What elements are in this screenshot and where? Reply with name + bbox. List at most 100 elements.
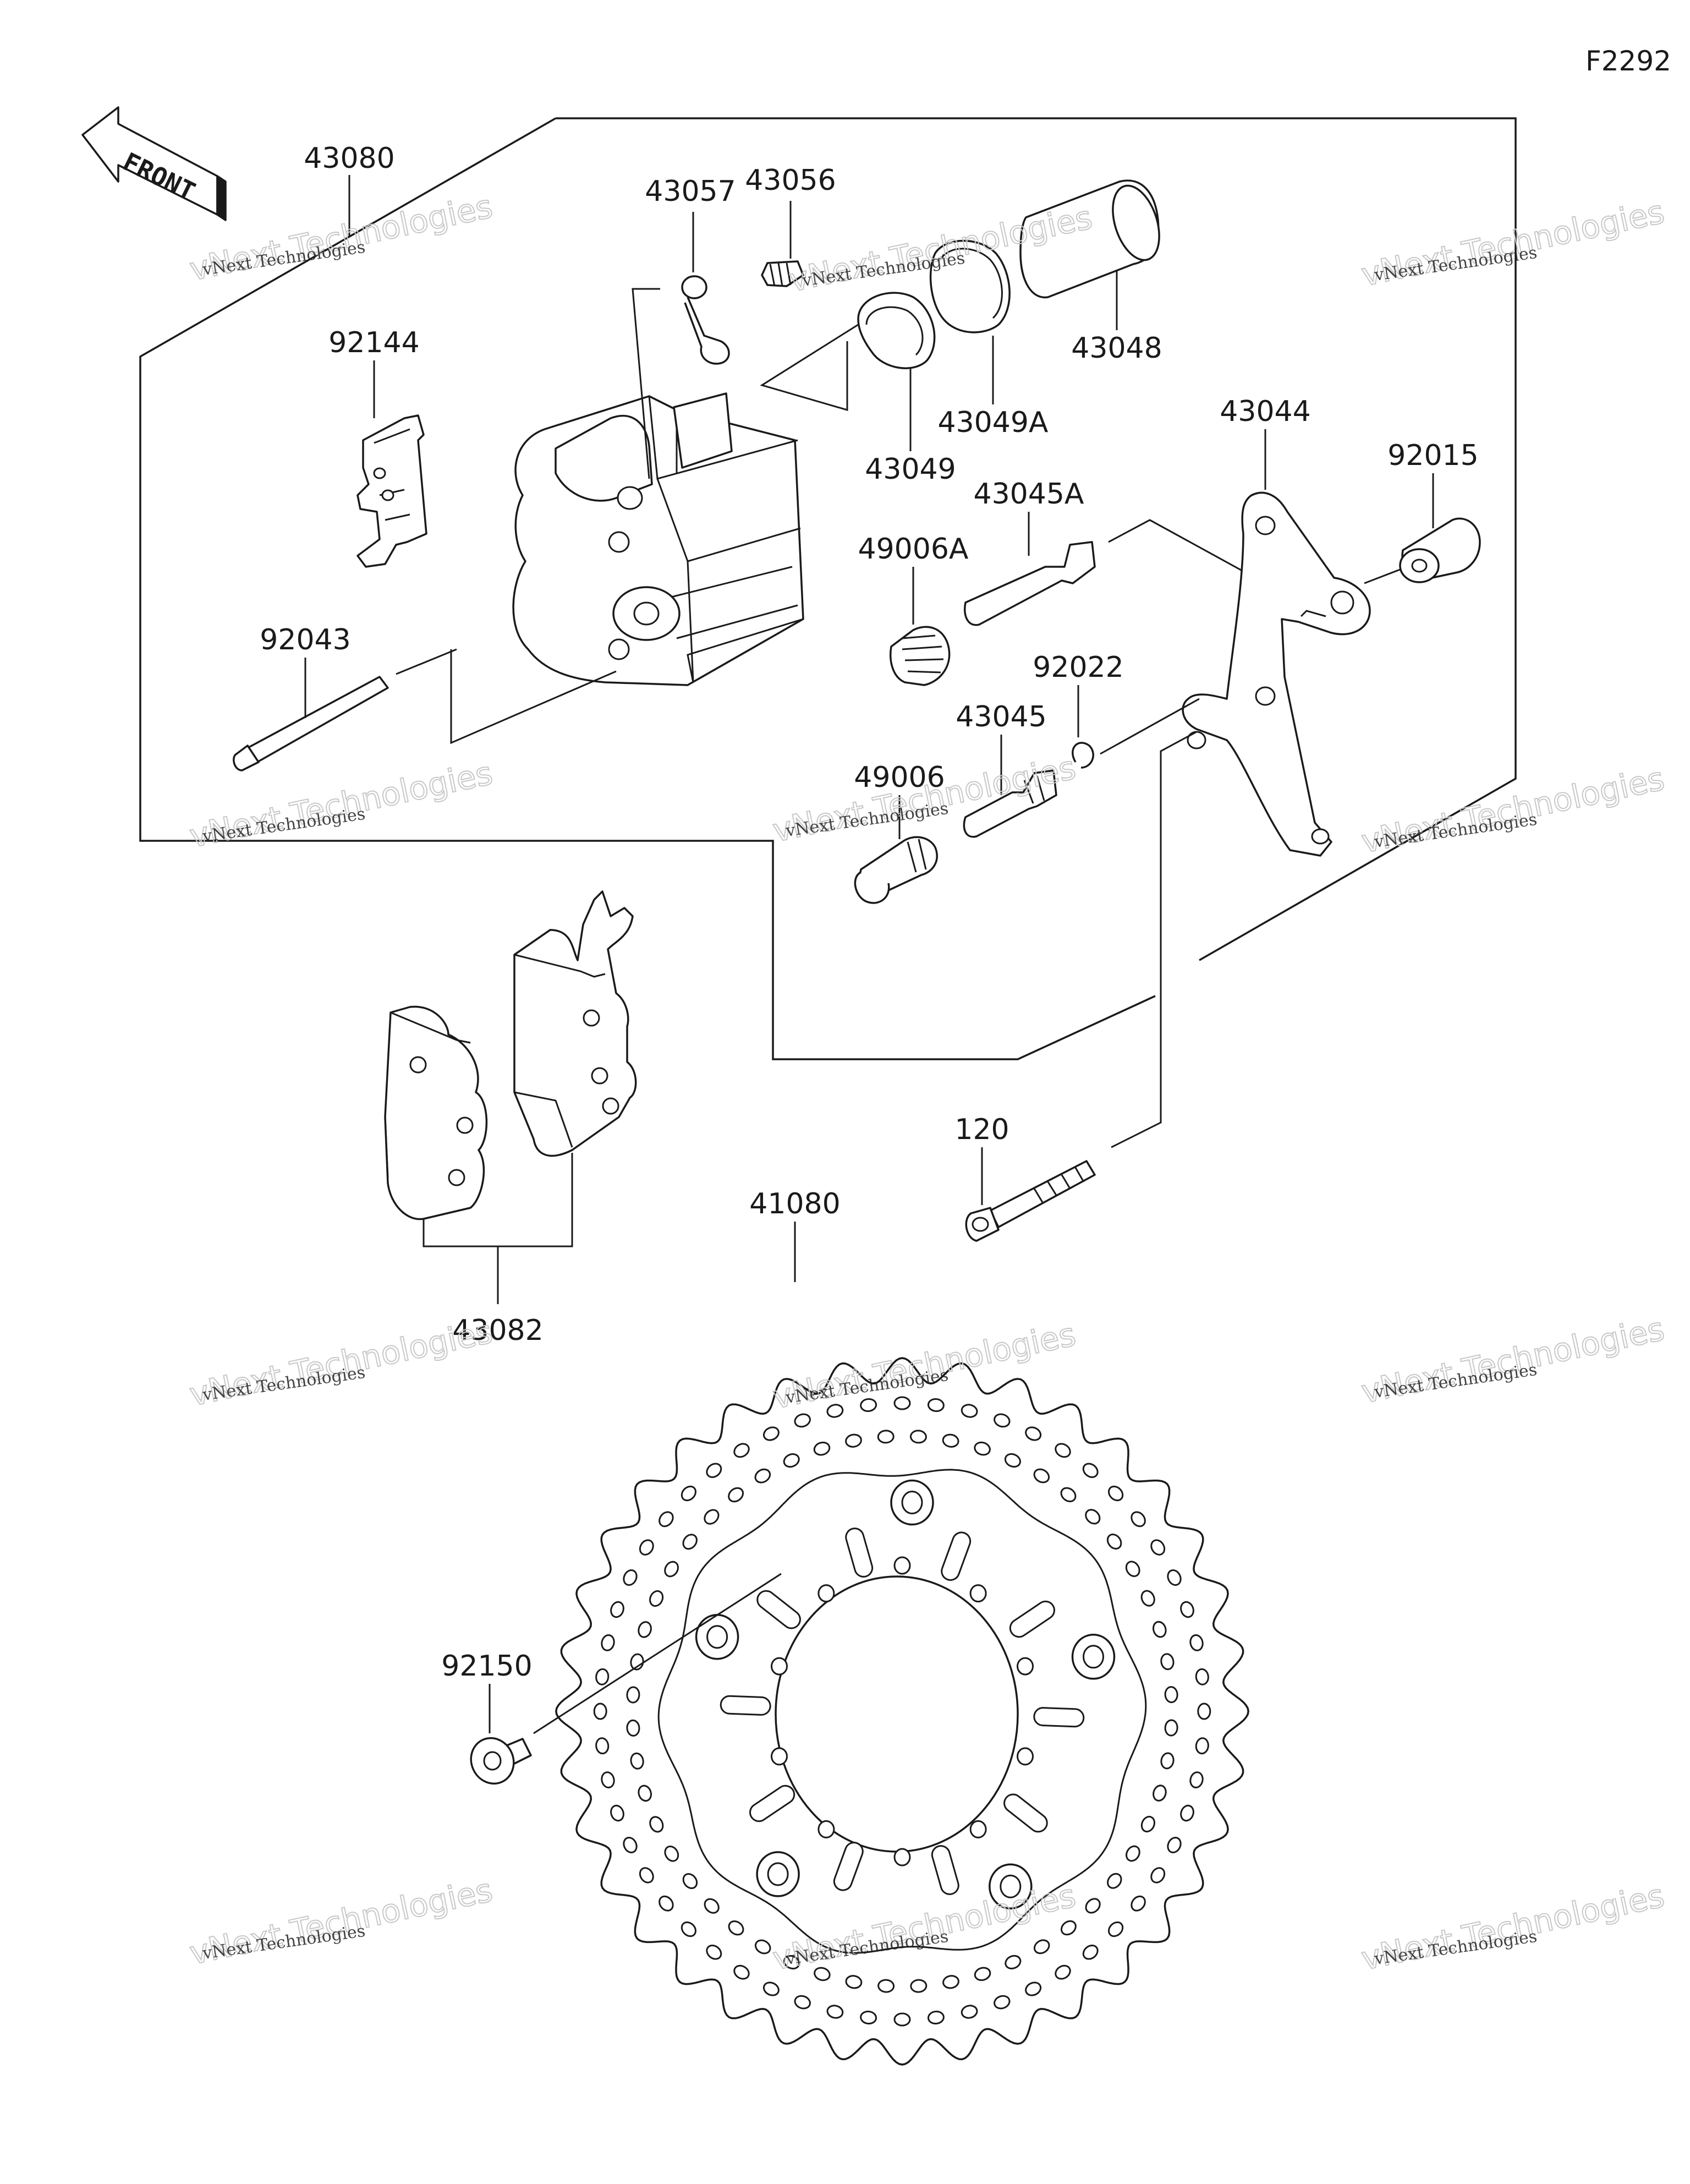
brake-pad-right [513,890,637,1157]
disc-drill-hole [733,1443,750,1458]
disc-rivet-hole [1017,1657,1034,1676]
part-label-92022[interactable]: 92022 [1033,651,1123,684]
part-label-92015[interactable]: 92015 [1387,439,1478,472]
disc-drill-hole [814,1967,831,1982]
disc-drill-hole [593,1703,607,1720]
disc-mount-hole [706,1625,728,1649]
disc-drill-hole [706,1945,722,1960]
disc-drill-hole [794,1995,811,2010]
disc-rivet-hole [817,1820,835,1838]
disc-drill-hole [845,1975,863,1989]
caliper-body [512,392,804,686]
disc-drill-hole [610,1601,624,1618]
disc-drill-hole [601,1771,615,1788]
disc-drill-hole [664,1561,679,1578]
disc-bolt-92150 [470,1737,532,1785]
part-labels: 43080 43057 43056 43048 43049A 43049 921… [260,142,1478,1683]
disc-drill-hole [1125,1561,1140,1577]
part-label-43082[interactable]: 43082 [452,1314,543,1347]
disc-drill-hole [639,1867,654,1884]
disc-drill-hole [1082,1463,1099,1478]
pad-pin-92043 [233,676,389,771]
disc-drill-hole [1195,1737,1209,1755]
part-label-92144[interactable]: 92144 [328,326,419,359]
disc-drill-hole [942,1433,959,1448]
disc-drill-hole [595,1668,610,1685]
part-label-92150[interactable]: 92150 [441,1650,532,1683]
part-label-43056[interactable]: 43056 [745,164,836,197]
disc-drill-hole [826,1404,844,1418]
disc-rivet-hole [817,1584,835,1603]
part-label-43048[interactable]: 43048 [1071,332,1162,365]
part-label-43049a[interactable]: 43049A [938,406,1049,439]
disc-drill-hole [1195,1668,1209,1685]
disc-mount-hole [767,1862,789,1886]
part-label-43049[interactable]: 43049 [865,453,956,486]
disc-rivet-hole [969,1820,987,1838]
disc-hub-opening [775,1575,1019,1853]
disc-drill-hole [623,1569,638,1586]
disc-drill-hole [813,1441,831,1456]
disc-drill-hole [1060,1920,1077,1936]
part-label-43045[interactable]: 43045 [956,700,1046,734]
part-label-43044[interactable]: 43044 [1220,395,1310,428]
disc-drill-hole [626,1719,640,1737]
disc-carrier-slot [931,1845,959,1895]
disc-mount-hole [1000,1874,1022,1898]
disc-drill-hole [910,1979,928,1993]
disc-drill-hole [664,1846,679,1862]
disc-drill-hole [1085,1898,1101,1914]
disc-drill-hole [595,1737,610,1755]
disc-drill-hole [638,1621,652,1638]
disc-drill-hole [639,1539,654,1556]
disc-drill-hole [783,1955,800,1970]
disc-drill-hole [1106,1534,1122,1550]
disc-drill-hole [893,1396,911,1410]
part-label-41080[interactable]: 41080 [749,1187,840,1220]
disc-drill-hole [974,1967,991,1982]
disc-drill-hole [1164,1719,1178,1737]
part-label-43057[interactable]: 43057 [645,175,736,208]
disc-drill-hole [1131,1511,1146,1528]
bolt-120 [965,1160,1096,1242]
disc-drill-hole [649,1590,664,1607]
disc-drill-hole [1189,1771,1204,1788]
part-label-49006[interactable]: 49006 [854,761,945,794]
disc-drill-hole [681,1485,696,1502]
disc-carrier-slot [720,1695,771,1716]
part-label-43045a[interactable]: 43045A [974,478,1084,511]
disc-drill-hole [1131,1895,1146,1912]
disc-drill-hole [994,1995,1011,2010]
piston-seal-43049 [857,292,936,369]
disc-rivet-hole [771,1657,788,1676]
disc-drill-hole [893,2012,911,2027]
disc-drill-hole [1004,1453,1021,1468]
part-label-49006a[interactable]: 49006A [858,533,969,566]
pad-spring-92144 [356,414,427,568]
disc-drill-hole [961,1404,978,1418]
disc-drill-hole [1167,1569,1182,1586]
disc-drill-hole [1189,1634,1204,1651]
disc-drill-hole [826,2005,844,2019]
disc-drill-hole [994,1413,1011,1428]
part-label-92043[interactable]: 92043 [260,623,350,656]
disc-carrier-slot [1009,1600,1055,1638]
disc-drill-hole [1005,1955,1022,1969]
disc-drill-hole [927,2010,945,2025]
disc-drill-hole [1107,1873,1122,1889]
disc-drill-hole [1153,1785,1167,1802]
disc-drill-hole [704,1509,720,1525]
piston-43048 [1019,179,1160,299]
front-arrow-icon: FRONT [81,106,227,221]
part-label-120[interactable]: 120 [954,1113,1009,1146]
bushing-92015 [1399,517,1481,583]
disc-drill-hole [754,1468,771,1484]
disc-drill-hole [1060,1487,1077,1503]
disc-drill-hole [659,1895,674,1912]
disc-carrier-slot [941,1531,972,1581]
disc-drill-hole [1140,1590,1155,1607]
disc-carrier-slot [845,1528,874,1578]
part-label-43080[interactable]: 43080 [304,142,394,175]
disc-carrier-slot [1033,1707,1085,1728]
bleeder-cap-43057 [681,275,730,365]
